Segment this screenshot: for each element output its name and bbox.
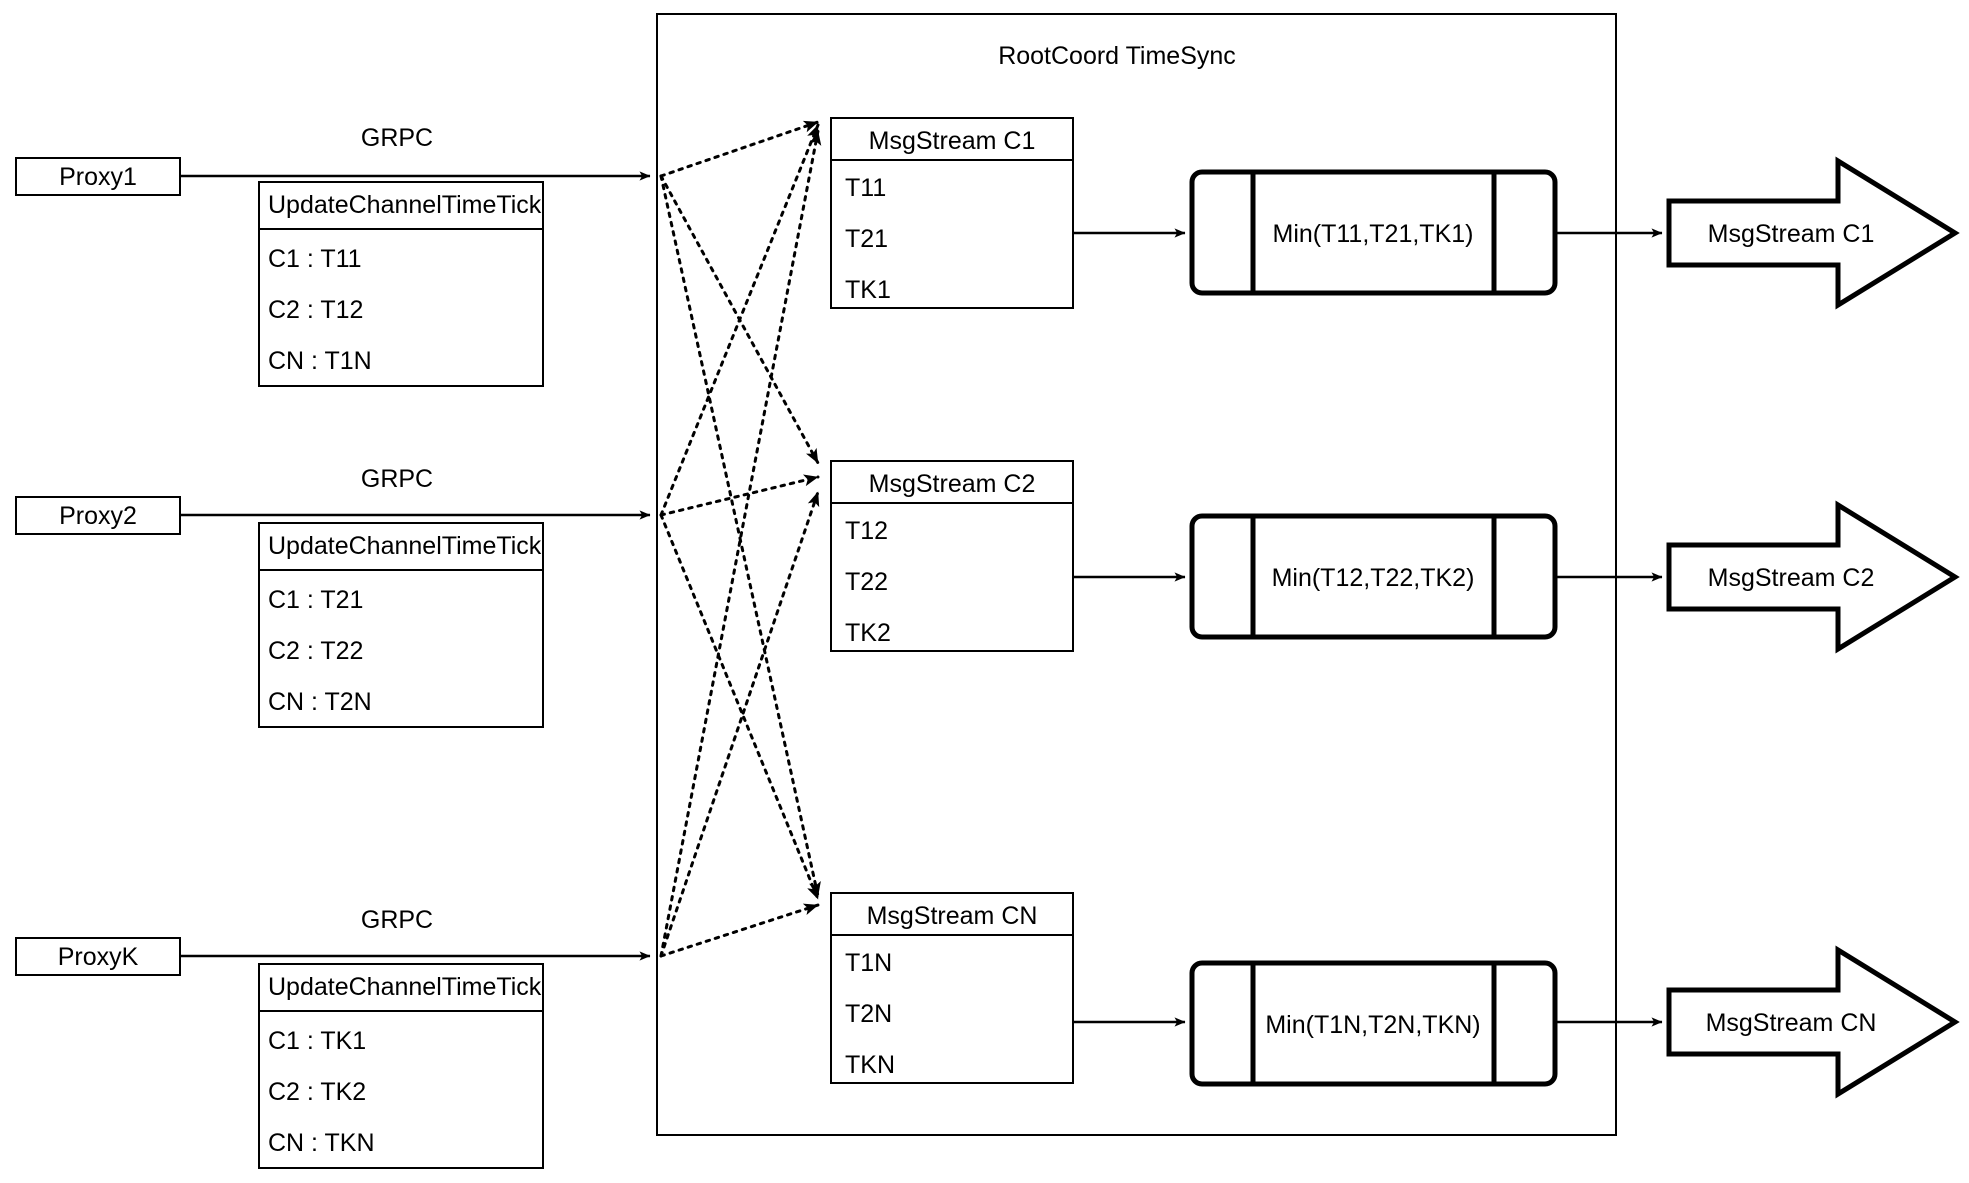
output-arrow-2 [1666,500,1960,654]
msgstream-box-3-row-1: T2N [845,1000,892,1028]
msgstream-box-2-row-2: TK2 [845,619,891,647]
msgstream-box-1-row-2: TK1 [845,276,891,304]
rootcoord-container-label: RootCoord TimeSync [998,42,1236,70]
msgstream-box-2-row-1: T22 [845,568,888,596]
msgstream-box-2-header: MsgStream C2 [869,470,1036,498]
tick-table-2-row-2: CN : T2N [268,688,372,716]
msgstream-box-1-header: MsgStream C1 [869,127,1036,155]
process-box-3-label: Min(T1N,T2N,TKN) [1265,1011,1480,1039]
dotted-proxy2-to-c1 [659,123,820,517]
process-box-2-label: Min(T12,T22,TK2) [1272,564,1475,592]
msgstream-box-3-row-0: T1N [845,949,892,977]
proxy-label-3: ProxyK [58,943,139,971]
tick-table-2 [258,522,544,728]
msgstream-box-3-header: MsgStream CN [867,902,1038,930]
tick-table-2-header: UpdateChannelTimeTick [268,532,542,560]
proxy-box-1[interactable] [15,157,181,196]
tick-table-1-row-1: C2 : T12 [268,296,363,324]
msgstream-box-1 [830,117,1074,309]
process-box-3 [1189,960,1558,1087]
tick-table-2-row-0: C1 : T21 [268,586,363,614]
tick-table-1-row-2: CN : T1N [268,347,372,375]
dotted-proxy1-to-cn [659,174,821,898]
dotted-proxyk-to-cn [659,903,820,958]
output-arrow-3-label: MsgStream CN [1706,1009,1877,1037]
tick-table-2-row-1: C2 : T22 [268,637,363,665]
tick-table-3-header: UpdateChannelTimeTick [268,973,542,1001]
tick-table-3-row-0: C1 : TK1 [268,1027,366,1055]
proxy-box-3[interactable] [15,937,181,976]
dotted-proxy2-to-cn [659,513,820,901]
grpc-label-2: GRPC [361,465,433,493]
msgstream-box-1-row-0: T11 [845,174,886,202]
output-arrow-3 [1666,945,1960,1099]
msgstream-box-1-row-1: T21 [845,225,888,253]
dotted-proxyk-to-c1 [659,129,822,958]
output-arrow-2-label: MsgStream C2 [1708,564,1875,592]
tick-table-3-row-1: C2 : TK2 [268,1078,366,1106]
proxy-label-1: Proxy1 [59,163,137,191]
tick-table-1-header: UpdateChannelTimeTick [268,191,542,219]
tick-table-1-row-0: C1 : T11 [268,245,362,273]
msgstream-box-2 [830,460,1074,652]
output-arrow-1-label: MsgStream C1 [1708,220,1875,248]
proxy-box-2[interactable] [15,496,181,535]
tick-table-3-row-2: CN : TKN [268,1129,375,1157]
msgstream-box-3 [830,892,1074,1084]
msgstream-box-3-row-2: TKN [845,1051,895,1079]
dotted-proxy2-to-c2 [659,474,820,517]
timetick-fanout-connectors [659,120,822,958]
tick-table-3 [258,963,544,1169]
process-box-1-label: Min(T11,T21,TK1) [1273,220,1474,248]
output-arrow-1 [1666,156,1960,310]
msgstream-box-2-row-0: T12 [845,517,888,545]
tick-table-1 [258,181,544,387]
proxy-label-2: Proxy2 [59,502,137,530]
dotted-proxy1-to-c1 [659,120,820,178]
grpc-label-1: GRPC [361,124,433,152]
dotted-proxyk-to-c2 [659,490,820,958]
grpc-label-3: GRPC [361,906,433,934]
